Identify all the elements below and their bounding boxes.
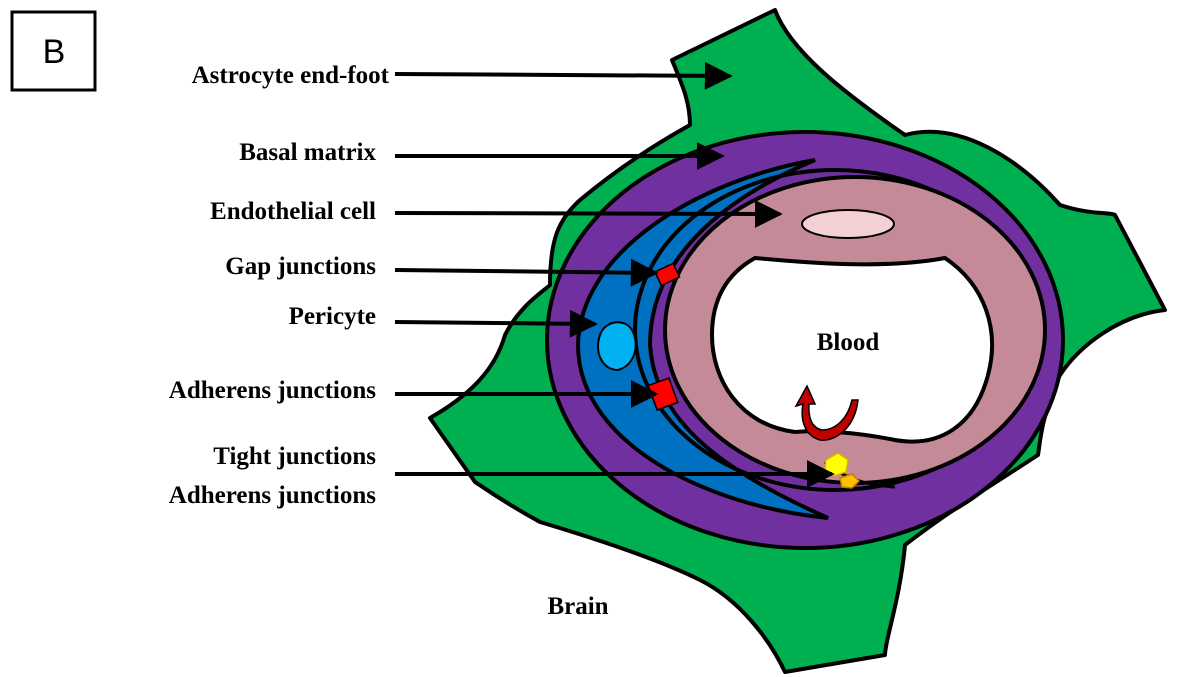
label-adherens-junctions: Adherens junctions [169, 377, 376, 404]
arrow-pericyte [395, 322, 595, 324]
label-adherens-junctions-2: Adherens junctions [169, 482, 376, 509]
pericyte-nucleus [598, 322, 636, 370]
label-gap-junctions: Gap junctions [225, 253, 376, 280]
endothelial-nucleus [802, 210, 894, 238]
label-endothelial-cell: Endothelial cell [210, 198, 376, 225]
label-pericyte: Pericyte [289, 303, 376, 330]
arrow-endothelial [395, 213, 780, 214]
region-blood: Blood [817, 329, 880, 356]
region-brain: Brain [547, 593, 608, 620]
panel-letter: B [43, 33, 66, 71]
arrow-astrocyte [395, 74, 730, 76]
label-basal-matrix: Basal matrix [239, 139, 376, 166]
label-astrocyte-end-foot: Astrocyte end-foot [192, 62, 390, 89]
label-tight-junctions: Tight junctions [213, 443, 376, 470]
